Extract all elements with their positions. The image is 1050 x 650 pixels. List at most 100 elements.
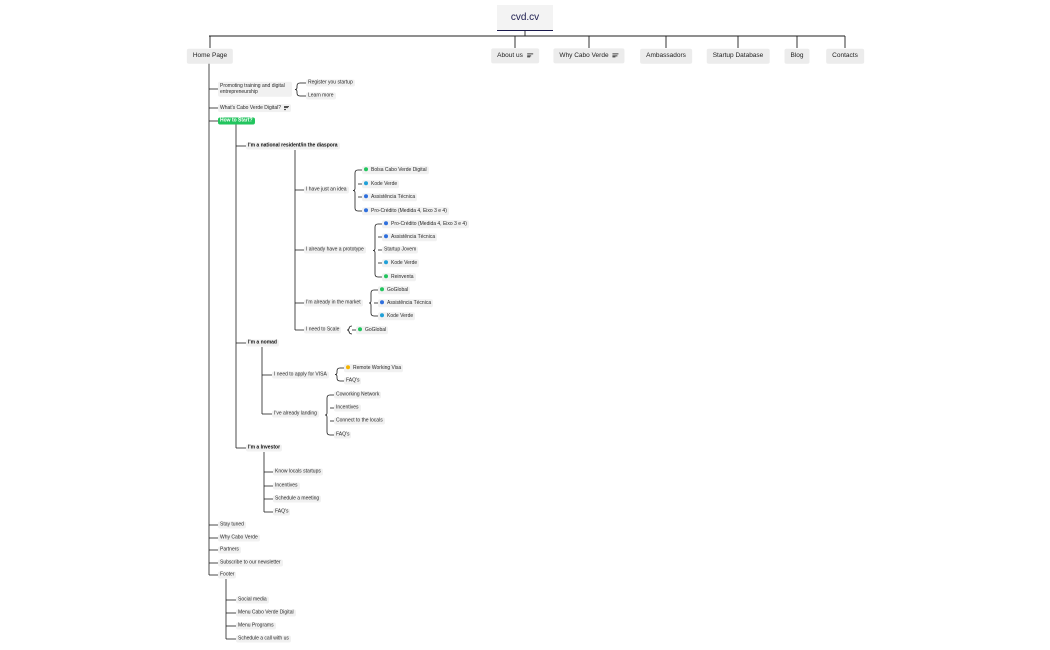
program-node[interactable]: Kode Verde [378,312,416,320]
program-node[interactable]: Reinventa [382,273,416,281]
node-label: Menu Cabo Verde Digital [238,609,294,616]
node-label: How to Start? [220,117,253,124]
program-node[interactable]: Assistência Técnica [378,299,434,307]
stage-node[interactable]: I need to apply for VISA [272,371,329,379]
persona-node[interactable]: I'm a Investor [246,444,283,452]
investor-option-node[interactable]: Incentives [273,482,300,490]
program-node[interactable]: Incentives [334,404,361,412]
status-dot-icon [380,313,384,318]
brace-connector [334,367,341,382]
site-title[interactable]: cvd.cv [497,5,553,31]
node-label: FAQ's [336,431,350,438]
page-section-node[interactable]: Stay tuned [218,521,246,529]
footer-item-node[interactable]: Schedule a call with us [236,635,291,643]
page-section-node[interactable]: Why Cabo Verde [218,534,260,542]
nav-item-blog[interactable]: Blog [784,48,810,64]
page-section-node[interactable]: Partners [218,546,241,554]
program-node[interactable]: Kode Verde [362,180,400,188]
program-node[interactable]: Pro-Crédito (Medida 4, Eixo 3 e 4) [362,207,449,215]
program-node[interactable]: Coworking Network [334,391,382,399]
stage-node[interactable]: I've already landing [272,410,319,418]
stage-node[interactable]: I'm already in the market [304,299,363,307]
node-label: Assistência Técnica [371,193,416,200]
stage-node[interactable]: I need to Scale [304,326,342,334]
program-node[interactable]: Bolsa Cabo Verde Digital [362,166,429,174]
brace-connector [352,169,359,212]
nav-item-why-cabo-verde[interactable]: Why Cabo Verde [553,48,625,64]
status-dot-icon [380,287,384,292]
investor-option-node[interactable]: Know locals startups [273,468,323,476]
program-node[interactable]: Connect to the locals [334,417,385,425]
node-label: Register you startup [308,79,353,86]
node-label: Incentives [275,482,298,489]
promo-node[interactable]: Promoting training and digital entrepren… [218,81,292,97]
nav-item-ambassadors[interactable]: Ambassadors [640,48,692,64]
program-node[interactable]: Kode Verde [382,259,420,267]
node-label: I have just an idea [306,186,347,193]
node-label: Social media [238,596,267,603]
brace-connector [324,394,331,436]
footer-item-node[interactable]: Social media [236,596,269,604]
node-label: I'm already in the market [306,299,361,306]
program-node[interactable]: FAQ's [344,377,362,385]
nav-item-label: Home Page [192,51,228,59]
program-node[interactable]: Assistência Técnica [362,193,418,201]
footer-item-node[interactable]: Menu Programs [236,622,276,630]
investor-option-node[interactable]: Schedule a meeting [273,495,322,503]
node-label: GoGlobal [387,286,409,293]
node-label: I need to apply for VISA [274,371,327,378]
node-label: Connect to the locals [336,417,383,424]
page-section-node[interactable]: Subscribe to our newsletter [218,559,283,567]
node-label: Menu Programs [238,622,274,629]
stage-node[interactable]: I already have a prototype [304,246,366,254]
node-label: FAQ's [275,508,289,515]
nav-item-about-us[interactable]: About us [491,48,539,64]
node-label: I'm a nomad [248,339,277,346]
node-label: Bolsa Cabo Verde Digital [371,166,427,173]
program-node[interactable]: Startup Jovem [382,246,419,254]
program-node[interactable]: Remote Working Visa [344,364,404,372]
sitemap-node[interactable]: Register you startup [306,79,355,87]
program-node[interactable]: Pro-Crédito (Medida 4, Eixo 3 e 4) [382,220,469,228]
node-label: Kode Verde [391,259,418,266]
sitemap-node[interactable]: Learn more [306,92,336,100]
persona-node[interactable]: I'm a nomad [246,339,279,347]
investor-option-node[interactable]: FAQ's [273,508,291,516]
node-label: Assistência Técnica [387,299,432,306]
nav-item-contacts[interactable]: Contacts [826,48,864,64]
status-dot-icon [384,260,388,265]
persona-node[interactable]: I'm a national resident/in the diaspora [246,142,340,150]
footer-item-node[interactable]: Menu Cabo Verde Digital [236,609,296,617]
node-label: Subscribe to our newsletter [220,559,281,566]
nav-item-label: Ambassadors [646,51,686,59]
program-node[interactable]: GoGlobal [378,286,411,294]
node-label: Kode Verde [371,180,398,187]
node-label: I already have a prototype [306,246,364,253]
nav-item-startup-database[interactable]: Startup Database [706,48,770,64]
status-dot-icon [346,365,350,370]
node-label: I'm a national resident/in the diaspora [248,142,338,149]
program-node[interactable]: GoGlobal [356,326,389,334]
nav-item-label: Blog [790,51,804,59]
node-label: Why Cabo Verde [220,534,258,541]
stage-node[interactable]: I have just an idea [304,186,349,194]
program-node[interactable]: Assistência Técnica [382,233,438,241]
node-label: What's Cabo Verde Digital? [220,104,281,111]
status-dot-icon [380,300,384,305]
program-node[interactable]: FAQ's [334,431,352,439]
node-label: Schedule a meeting [275,495,320,502]
node-label: Promoting training and digital entrepren… [220,82,285,95]
nav-item-label: Why Cabo Verde [559,52,609,60]
menu-icon [284,105,289,110]
node-label: Partners [220,546,239,553]
page-section-node[interactable]: Footer [218,571,237,579]
status-dot-icon [384,234,388,239]
node-label: I'm a Investor [248,444,281,451]
what-node[interactable]: What's Cabo Verde Digital? [218,104,291,112]
how-to-start-node[interactable]: How to Start? [218,117,255,125]
node-label: Pro-Crédito (Medida 4, Eixo 3 e 4) [391,220,467,227]
nav-item-home-page[interactable]: Home Page [186,48,234,64]
node-label: Incentives [336,404,359,411]
nav-item-label: Contacts [832,51,858,59]
